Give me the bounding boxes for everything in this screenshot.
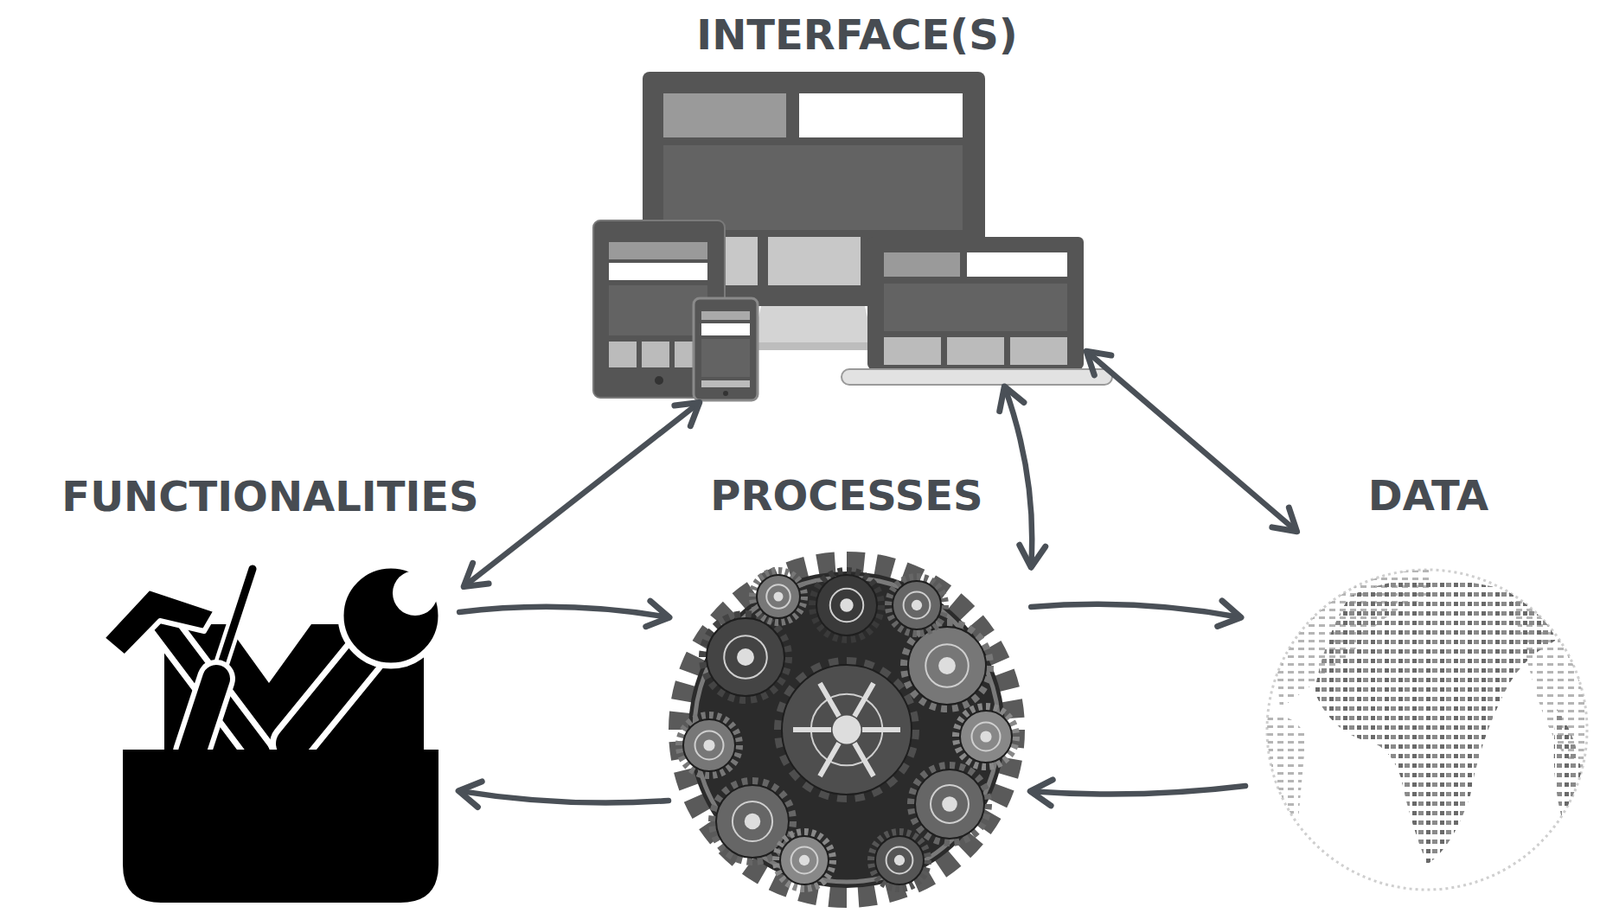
node-heading: DATA <box>1368 473 1489 519</box>
gear <box>778 661 916 799</box>
interface-node: INTERFACE(S) <box>591 71 1123 398</box>
data-globe-icon <box>1267 563 1588 890</box>
gear <box>679 716 739 775</box>
gear-spoke <box>854 683 874 717</box>
gear <box>889 577 945 634</box>
connector-arrow <box>459 607 669 618</box>
gear <box>812 571 881 640</box>
toolbox-icon <box>102 553 468 903</box>
gear-spoke <box>854 743 874 777</box>
connector-arrow <box>1087 352 1297 532</box>
processes-node: PROCESSES <box>673 556 1020 903</box>
gear-spoke <box>793 727 832 733</box>
gear <box>956 707 1016 767</box>
gear <box>712 781 793 862</box>
gears-icon <box>679 563 1016 897</box>
gear-spoke <box>819 683 839 717</box>
gear <box>703 614 788 700</box>
node-heading: PROCESSES <box>710 473 983 519</box>
connector-arrow <box>459 791 669 804</box>
node-heading: FUNCTIONALITIES <box>61 473 479 520</box>
gear-spoke <box>862 727 901 733</box>
gear <box>911 766 988 843</box>
connector-arrow <box>1004 387 1033 567</box>
connector-arrow <box>464 403 699 587</box>
node-heading: INTERFACE(S) <box>696 12 1018 58</box>
gear-spoke <box>819 743 839 777</box>
connector-arrow <box>1030 786 1246 795</box>
gear <box>904 623 990 709</box>
gear <box>776 832 832 889</box>
gear <box>871 832 928 889</box>
connector-arrow <box>1030 604 1241 618</box>
functionalities-node: FUNCTIONALITIES <box>102 566 439 903</box>
gear <box>753 571 804 622</box>
devices-icon <box>593 71 1113 401</box>
data-node: DATA <box>1265 562 1592 900</box>
